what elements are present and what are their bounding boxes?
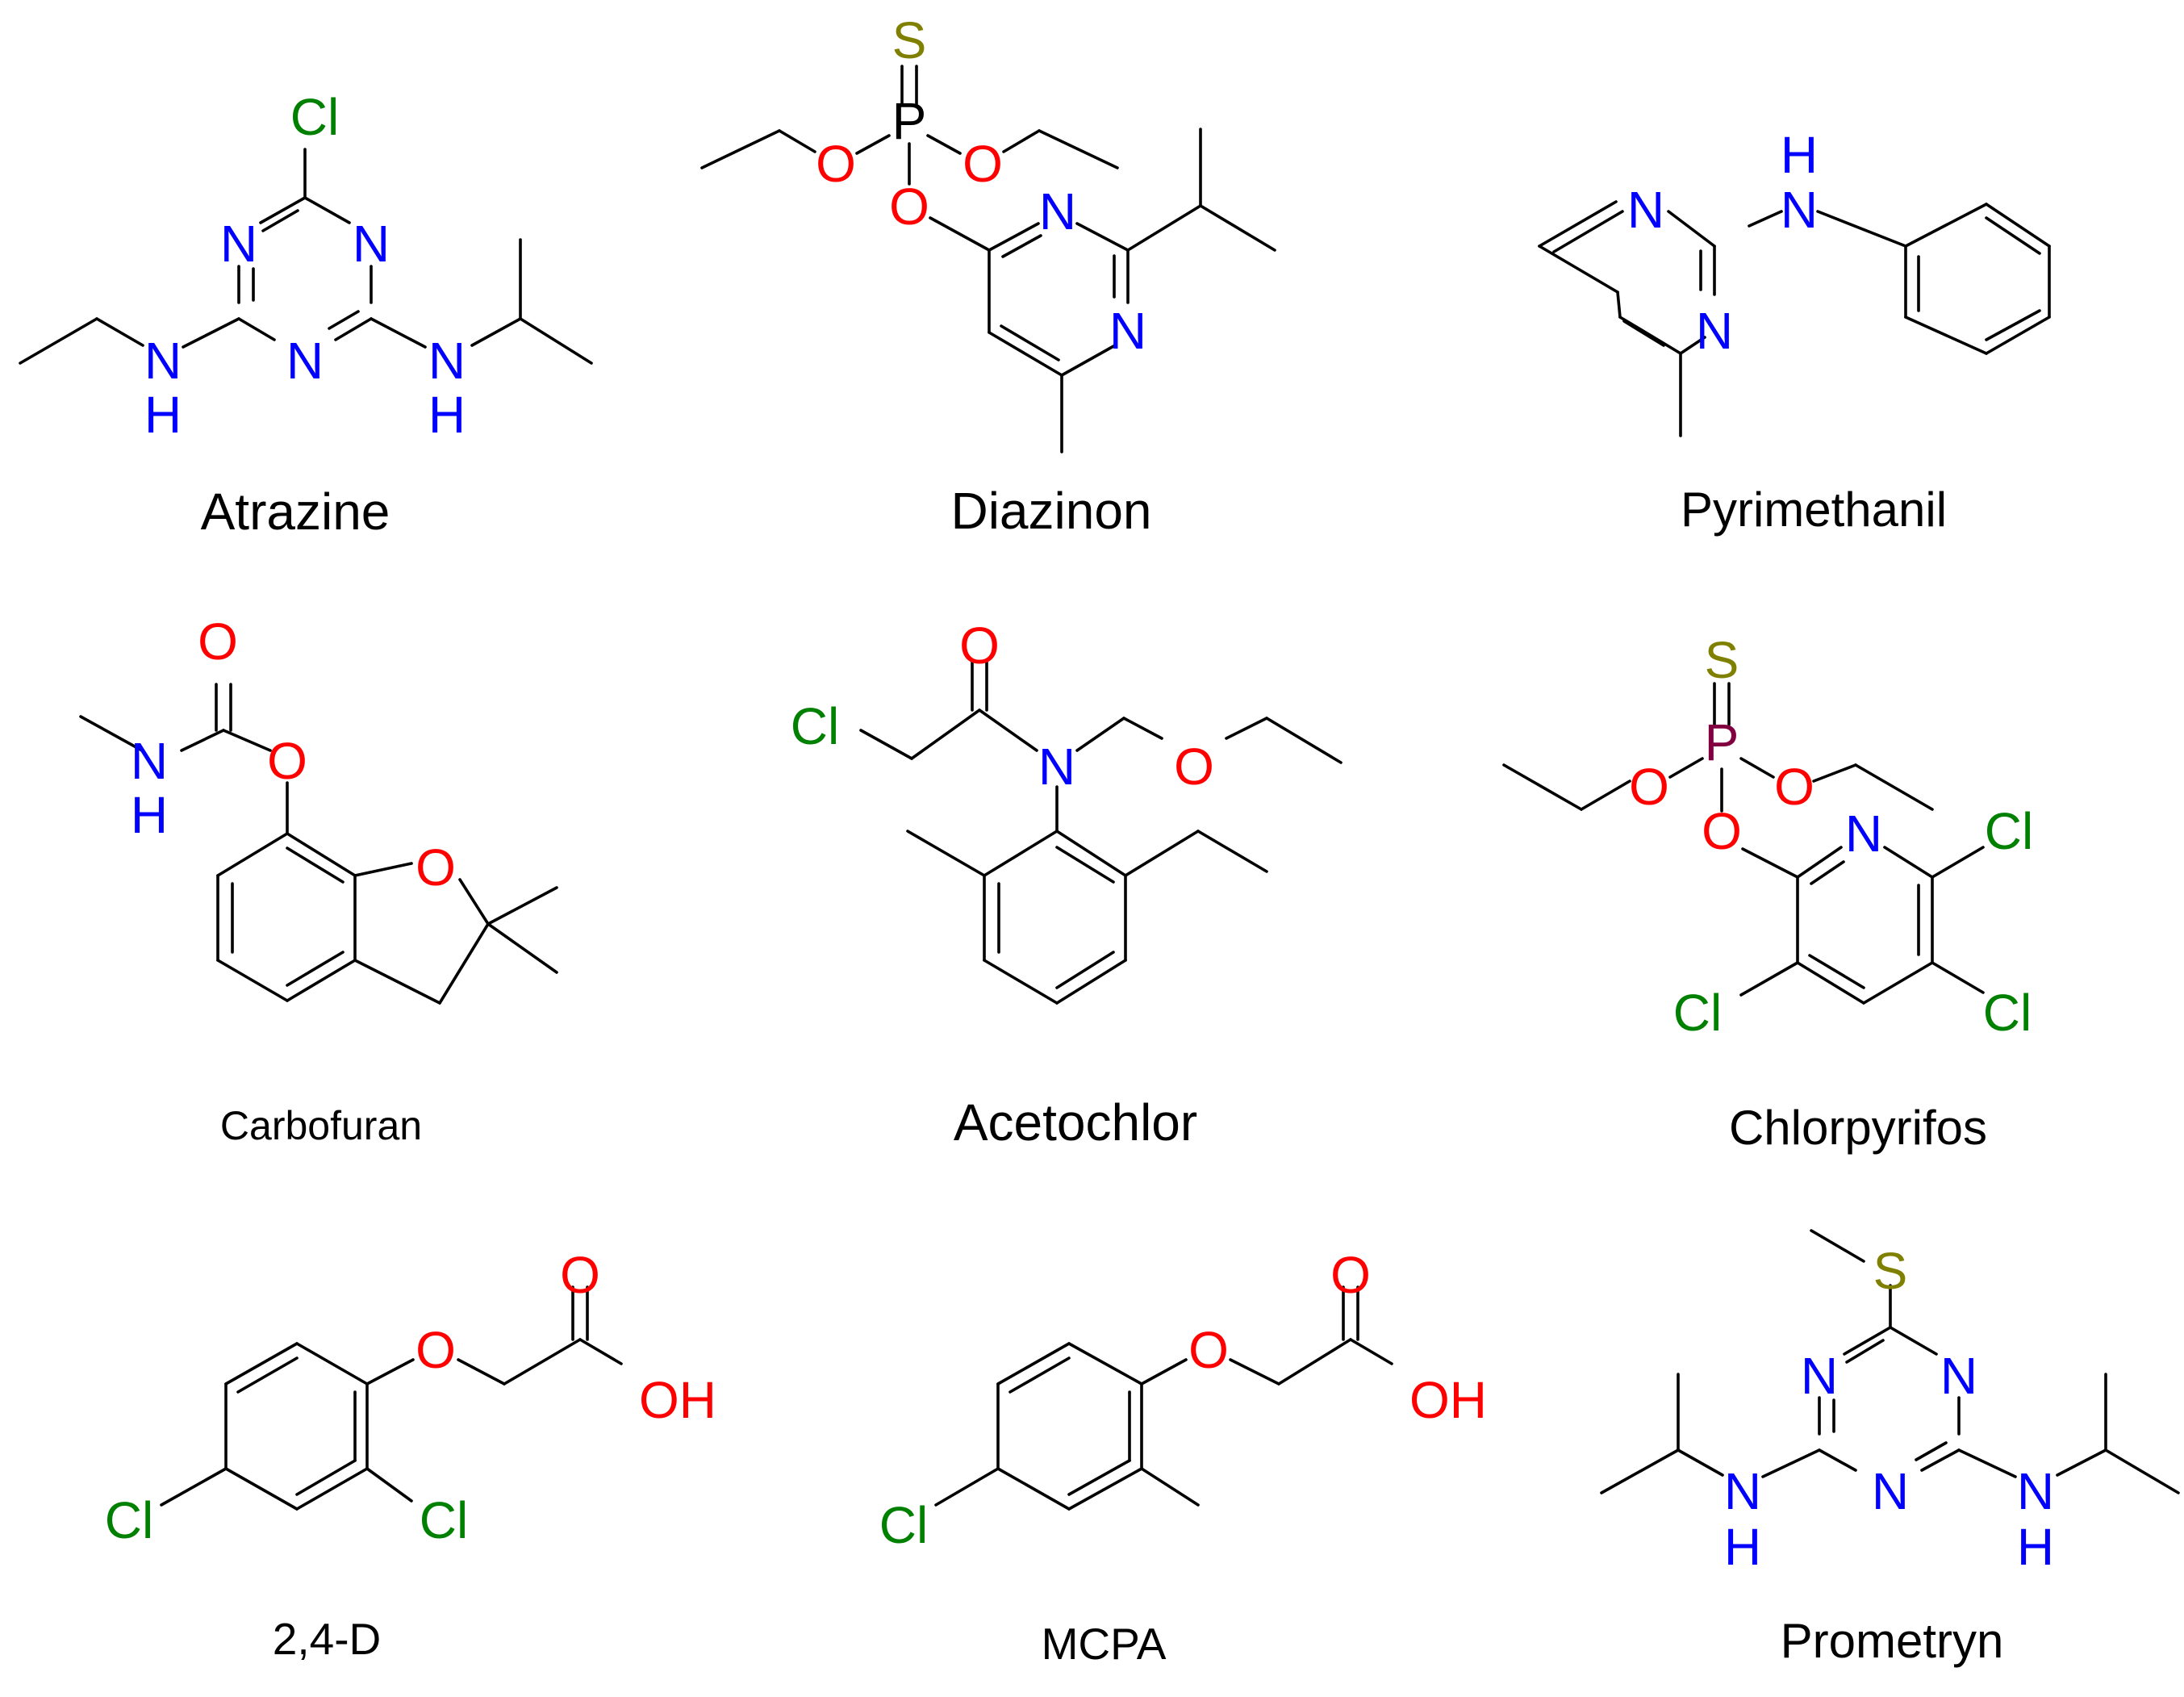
atrazine-amine-hydrogen-2: H — [428, 386, 466, 444]
acetochlor-amide-nitrogen: N — [1038, 738, 1075, 796]
carbofuran-amine-hydrogen: H — [131, 786, 168, 844]
chlorpyrifos-phosphorus-atom: P — [1705, 713, 1739, 771]
carbofuran-ester-oxygen: O — [267, 732, 307, 790]
chlorpyrifos-oxygen-3: O — [1702, 802, 1742, 860]
d24-bonds — [160, 1285, 623, 1511]
carbofuran-ring-oxygen: O — [416, 838, 456, 897]
atrazine-amine-nitrogen-2: N — [428, 332, 466, 390]
molecule-diazinon: S P O O O N N Diazinon — [700, 11, 1276, 540]
chlorpyrifos-oxygen-1: O — [1629, 758, 1669, 816]
molecule-chlorpyrifos: S P O O O N Cl Cl Cl Chlorpyrifos — [1502, 631, 2033, 1155]
d24-name-label: 2,4-D — [273, 1614, 382, 1664]
acetochlor-carbonyl-oxygen: O — [959, 617, 1000, 675]
acetochlor-chlorine-atom: Cl — [791, 697, 839, 755]
prometryn-amine-hydrogen-1: H — [1724, 1518, 1761, 1576]
molecule-carbofuran: O O O N H Carbofuran — [79, 612, 558, 1148]
diazinon-name-label: Diazinon — [950, 482, 1151, 540]
d24-chlorine-1: Cl — [105, 1491, 153, 1549]
diazinon-oxygen-2: O — [963, 135, 1003, 193]
mcpa-ether-oxygen: O — [1188, 1321, 1229, 1379]
mcpa-hydroxyl-group: OH — [1409, 1371, 1487, 1429]
acetochlor-name-label: Acetochlor — [954, 1093, 1197, 1152]
molecule-pyrimethanil: N N N H Pyrimethanil — [1538, 126, 2051, 537]
pyrimethanil-bonds — [1538, 200, 2051, 437]
diazinon-ring-nitrogen-2: N — [1109, 302, 1146, 360]
carbofuran-carbonyl-oxygen: O — [198, 612, 238, 671]
pyrimethanil-ring-nitrogen-2: N — [1696, 302, 1733, 360]
d24-chlorine-2: Cl — [420, 1491, 468, 1549]
pyrimethanil-amine-hydrogen: H — [1781, 126, 1818, 184]
prometryn-sulfur-atom: S — [1873, 1242, 1908, 1300]
chlorpyrifos-ring-nitrogen: N — [1845, 805, 1882, 863]
carbofuran-bonds — [79, 683, 558, 1005]
prometryn-bonds — [1600, 1229, 2180, 1494]
atrazine-chlorine-atom: Cl — [290, 88, 339, 146]
acetochlor-ether-oxygen: O — [1174, 738, 1214, 796]
carbofuran-amine-nitrogen: N — [131, 732, 168, 790]
atrazine-bonds — [19, 148, 593, 365]
molecule-atrazine: Cl N N N N H N H Atrazine — [19, 88, 593, 541]
carbofuran-name-label: Carbofuran — [220, 1103, 422, 1148]
diazinon-phosphorus-atom: P — [892, 92, 927, 150]
prometryn-ring-nitrogen-2: N — [1940, 1347, 1977, 1405]
molecule-acetochlor: O Cl N O Acetochlor — [791, 617, 1343, 1152]
atrazine-amine-hydrogen-1: H — [144, 386, 182, 444]
chlorpyrifos-name-label: Chlorpyrifos — [1729, 1101, 1987, 1155]
acetochlor-bonds — [859, 660, 1343, 1005]
atrazine-amine-nitrogen-1: N — [144, 332, 182, 390]
molecule-2-4-d: O O OH Cl Cl 2,4-D — [105, 1246, 716, 1664]
mcpa-chlorine-atom: Cl — [879, 1496, 928, 1554]
diazinon-oxygen-1: O — [816, 135, 856, 193]
prometryn-amine-hydrogen-2: H — [2017, 1518, 2054, 1576]
mcpa-name-label: MCPA — [1042, 1619, 1167, 1669]
atrazine-ring-nitrogen-1: N — [220, 215, 257, 273]
pyrimethanil-ring-nitrogen-1: N — [1627, 181, 1664, 239]
molecule-prometryn: S N N N N H N H Prometryn — [1600, 1229, 2180, 1668]
atrazine-ring-nitrogen-2: N — [353, 215, 390, 273]
prometryn-ring-nitrogen-3: N — [1872, 1462, 1909, 1520]
chlorpyrifos-chlorine-1: Cl — [1985, 802, 2033, 860]
prometryn-amine-nitrogen-2: N — [2017, 1462, 2054, 1520]
prometryn-name-label: Prometryn — [1781, 1614, 2004, 1668]
prometryn-amine-nitrogen-1: N — [1724, 1462, 1761, 1520]
chlorpyrifos-chlorine-2: Cl — [1983, 984, 2032, 1042]
d24-carbonyl-oxygen: O — [560, 1246, 600, 1304]
mcpa-bonds — [934, 1285, 1393, 1511]
chlorpyrifos-sulfur-atom: S — [1705, 631, 1739, 689]
chlorpyrifos-bonds — [1502, 682, 1985, 1005]
mcpa-carbonyl-oxygen: O — [1330, 1246, 1371, 1304]
molecule-mcpa: O O OH Cl MCPA — [879, 1246, 1487, 1669]
d24-hydroxyl-group: OH — [639, 1371, 716, 1429]
chlorpyrifos-oxygen-2: O — [1774, 758, 1814, 816]
diazinon-bonds — [700, 65, 1276, 454]
diazinon-ring-nitrogen-1: N — [1039, 182, 1076, 240]
diazinon-sulfur-atom: S — [892, 11, 927, 69]
pyrimethanil-amine-nitrogen: N — [1781, 181, 1818, 239]
prometryn-ring-nitrogen-1: N — [1801, 1347, 1838, 1405]
diazinon-oxygen-3: O — [889, 178, 929, 236]
atrazine-name-label: Atrazine — [201, 483, 390, 541]
chlorpyrifos-chlorine-3: Cl — [1673, 984, 1722, 1042]
d24-ether-oxygen: O — [416, 1321, 456, 1379]
pyrimethanil-name-label: Pyrimethanil — [1681, 483, 1947, 537]
atrazine-ring-nitrogen-3: N — [286, 332, 324, 390]
